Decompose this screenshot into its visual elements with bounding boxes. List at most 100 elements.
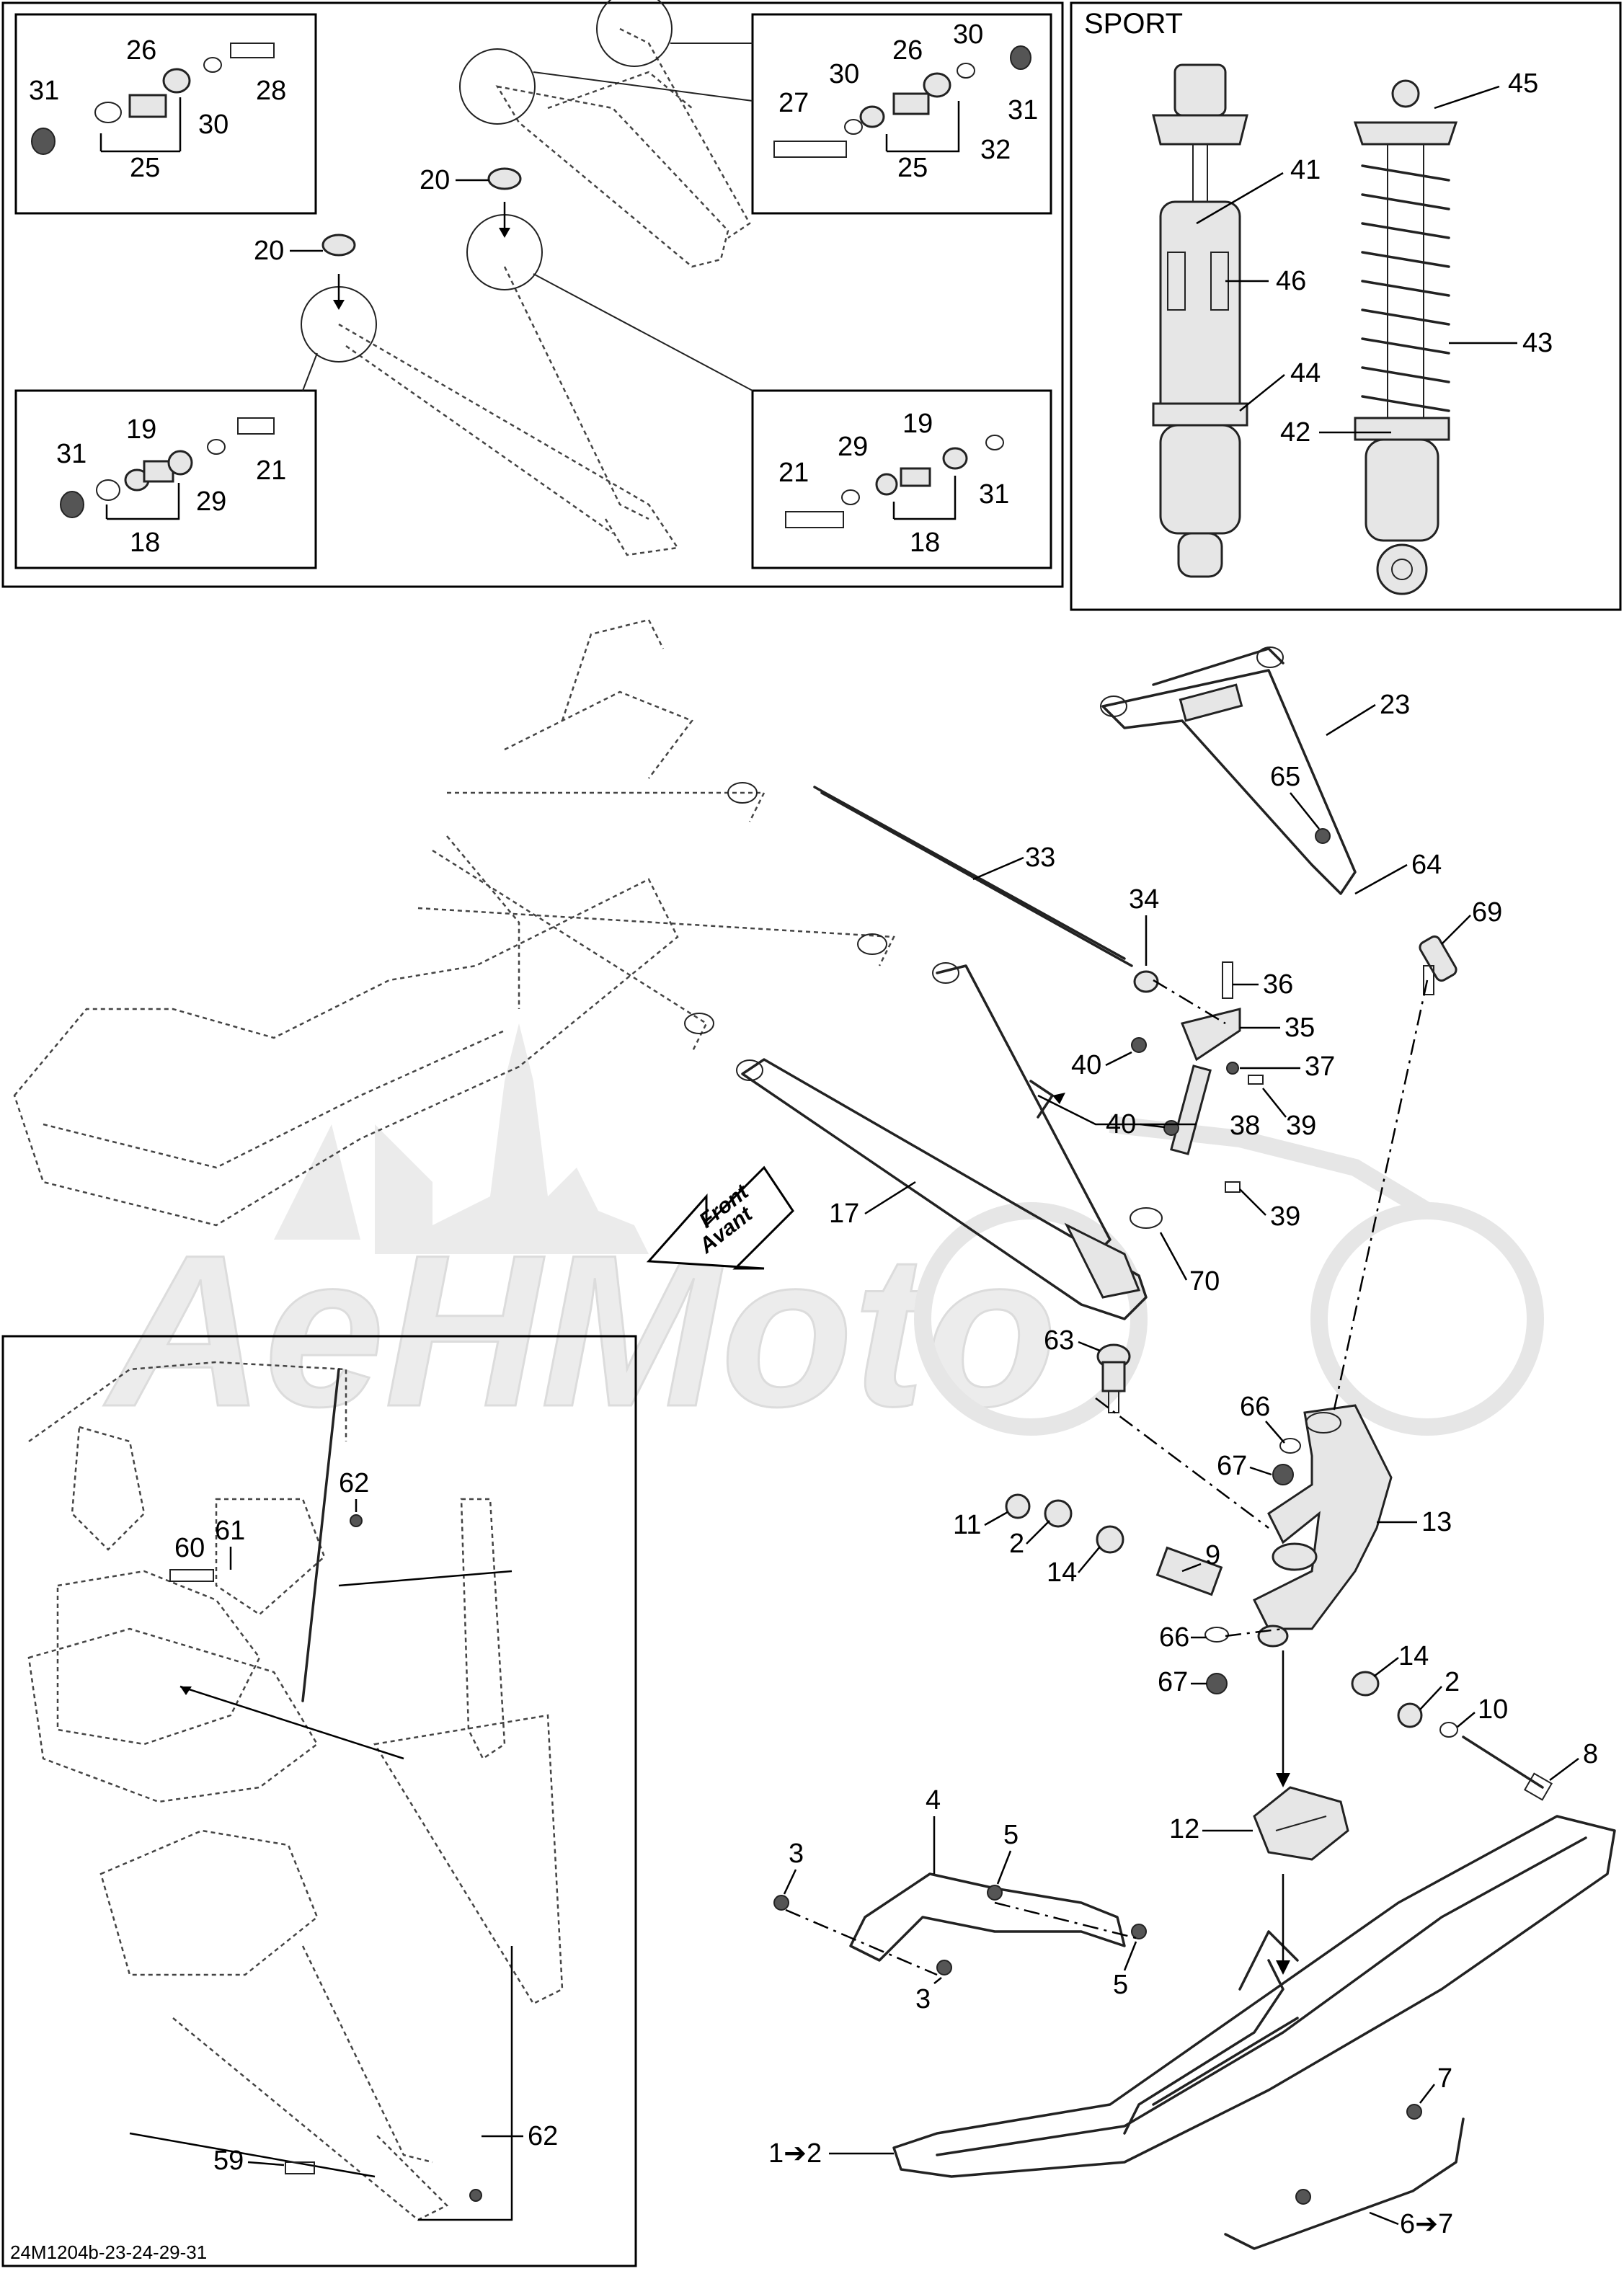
callout-42: 42 bbox=[1280, 417, 1310, 448]
shock-absorber-41 bbox=[1152, 63, 1248, 578]
bottom-left-inset-assembly bbox=[27, 1361, 564, 2221]
lower-a-arm-top bbox=[301, 202, 753, 556]
callout-11: 11 bbox=[953, 1510, 981, 1540]
callout-4: 4 bbox=[926, 1785, 941, 1816]
inset-box-bushing-tr bbox=[751, 13, 1052, 215]
callout-70: 70 bbox=[1189, 1266, 1220, 1297]
callout-21: 21 bbox=[256, 455, 286, 486]
upper-a-arm-23 bbox=[1100, 646, 1357, 895]
ball-joint-63 bbox=[1096, 1343, 1131, 1413]
spindle-hardware bbox=[1005, 1438, 1553, 1801]
callout-40: 40 bbox=[1071, 1050, 1101, 1080]
callout-14: 14 bbox=[1398, 1641, 1429, 1671]
callout-31: 31 bbox=[979, 479, 1009, 510]
callout-67: 67 bbox=[1217, 1451, 1247, 1481]
callout-36: 36 bbox=[1263, 969, 1293, 1000]
callout-3: 3 bbox=[789, 1839, 804, 1869]
callout-69: 69 bbox=[1472, 897, 1502, 928]
sway-bar-33 bbox=[813, 786, 1159, 993]
callout-13: 13 bbox=[1421, 1507, 1452, 1537]
callout-66: 66 bbox=[1159, 1622, 1189, 1653]
inset-box-bushing-bl bbox=[14, 389, 317, 569]
callout-14: 14 bbox=[1047, 1557, 1077, 1588]
spindle-13 bbox=[1252, 1404, 1393, 1648]
callout-8: 8 bbox=[1583, 1739, 1598, 1769]
callout-45: 45 bbox=[1508, 68, 1538, 99]
diagram-code: 24M1204b-23-24-29-31 bbox=[10, 2241, 207, 2263]
bushing-set-br bbox=[785, 435, 1004, 528]
callout-27: 27 bbox=[778, 88, 809, 118]
callout-30: 30 bbox=[829, 59, 859, 89]
callout-46: 46 bbox=[1276, 266, 1306, 296]
callout-67: 67 bbox=[1158, 1667, 1188, 1697]
callout-37: 37 bbox=[1305, 1052, 1335, 1082]
callout-65: 65 bbox=[1270, 762, 1300, 792]
suspension-assembly-overview bbox=[13, 618, 895, 1227]
callout-34: 34 bbox=[1129, 884, 1159, 915]
upper-a-arm-top bbox=[459, 0, 753, 268]
callout-26: 26 bbox=[892, 35, 923, 66]
callout-39: 39 bbox=[1286, 1111, 1316, 1141]
callout-59: 59 bbox=[213, 2146, 244, 2176]
bushing-set-tl bbox=[31, 43, 275, 155]
watermark: AeHMoto bbox=[100, 1023, 1544, 1453]
assembly-leader-lines bbox=[785, 979, 1429, 1976]
callout-60: 60 bbox=[174, 1533, 205, 1563]
callout-28: 28 bbox=[256, 76, 286, 106]
bushing-set-bl bbox=[60, 417, 275, 520]
callout-26: 26 bbox=[126, 35, 156, 66]
callout-19: 19 bbox=[902, 409, 933, 439]
ball-joint-69 bbox=[1419, 935, 1457, 995]
callout-23: 23 bbox=[1380, 690, 1410, 720]
inset-box-bushing-br bbox=[751, 389, 1052, 569]
callout-5: 5 bbox=[1003, 1820, 1019, 1850]
bottom-left-inset-frame bbox=[1, 1335, 637, 2267]
callout-66: 66 bbox=[1240, 1392, 1270, 1422]
watermark-text: AeHMoto bbox=[102, 1209, 1057, 1452]
callout-18: 18 bbox=[910, 528, 940, 558]
callout-12: 12 bbox=[1169, 1814, 1199, 1844]
callout-39: 39 bbox=[1270, 1201, 1300, 1232]
callout-2: 2 bbox=[1009, 1529, 1024, 1559]
sport-title: SPORT bbox=[1084, 8, 1183, 40]
callout-5: 5 bbox=[1113, 1970, 1128, 2000]
callout-2: 2 bbox=[1445, 1667, 1460, 1697]
callout-35: 35 bbox=[1284, 1013, 1315, 1043]
bushing-set-tr bbox=[773, 45, 1031, 158]
callout-3: 3 bbox=[915, 1984, 931, 2014]
callout-20: 20 bbox=[254, 236, 284, 266]
callout-61: 61 bbox=[215, 1516, 245, 1546]
callout-18: 18 bbox=[130, 528, 160, 558]
callout-19: 19 bbox=[126, 414, 156, 445]
callout-30: 30 bbox=[953, 19, 983, 50]
ski-pad-12 bbox=[1253, 1786, 1349, 1861]
callout-62: 62 bbox=[339, 1468, 369, 1498]
callout-31: 31 bbox=[56, 439, 86, 469]
callout-31: 31 bbox=[29, 76, 59, 106]
spacer-20 bbox=[321, 167, 522, 257]
callout-38: 38 bbox=[1230, 1111, 1260, 1141]
ski-handle-4 bbox=[773, 1872, 1147, 1976]
callout-29: 29 bbox=[838, 432, 868, 462]
callout-29: 29 bbox=[196, 486, 226, 517]
callout-31: 31 bbox=[1008, 95, 1038, 125]
callout-43: 43 bbox=[1522, 328, 1553, 358]
callout-10: 10 bbox=[1478, 1694, 1508, 1725]
inset-box-bushing-tl bbox=[14, 13, 317, 215]
sport-shock-frame bbox=[1070, 1, 1622, 611]
sway-bar-link-assembly bbox=[1131, 961, 1264, 1193]
callout-63: 63 bbox=[1044, 1325, 1074, 1356]
callout-1-2: 1➔2 bbox=[768, 2138, 822, 2169]
top-left-frame bbox=[1, 1, 1064, 588]
callout-62: 62 bbox=[528, 2121, 558, 2151]
callout-20: 20 bbox=[420, 165, 450, 195]
callout-33: 33 bbox=[1025, 843, 1055, 873]
callout-30: 30 bbox=[198, 110, 228, 140]
callout-64: 64 bbox=[1411, 850, 1442, 880]
callout-40: 40 bbox=[1106, 1109, 1136, 1139]
callout-32: 32 bbox=[980, 135, 1011, 165]
shock-absorber-43 bbox=[1353, 79, 1458, 595]
front-direction-arrow: Front Avant bbox=[646, 1165, 794, 1270]
callout-25: 25 bbox=[130, 153, 160, 183]
